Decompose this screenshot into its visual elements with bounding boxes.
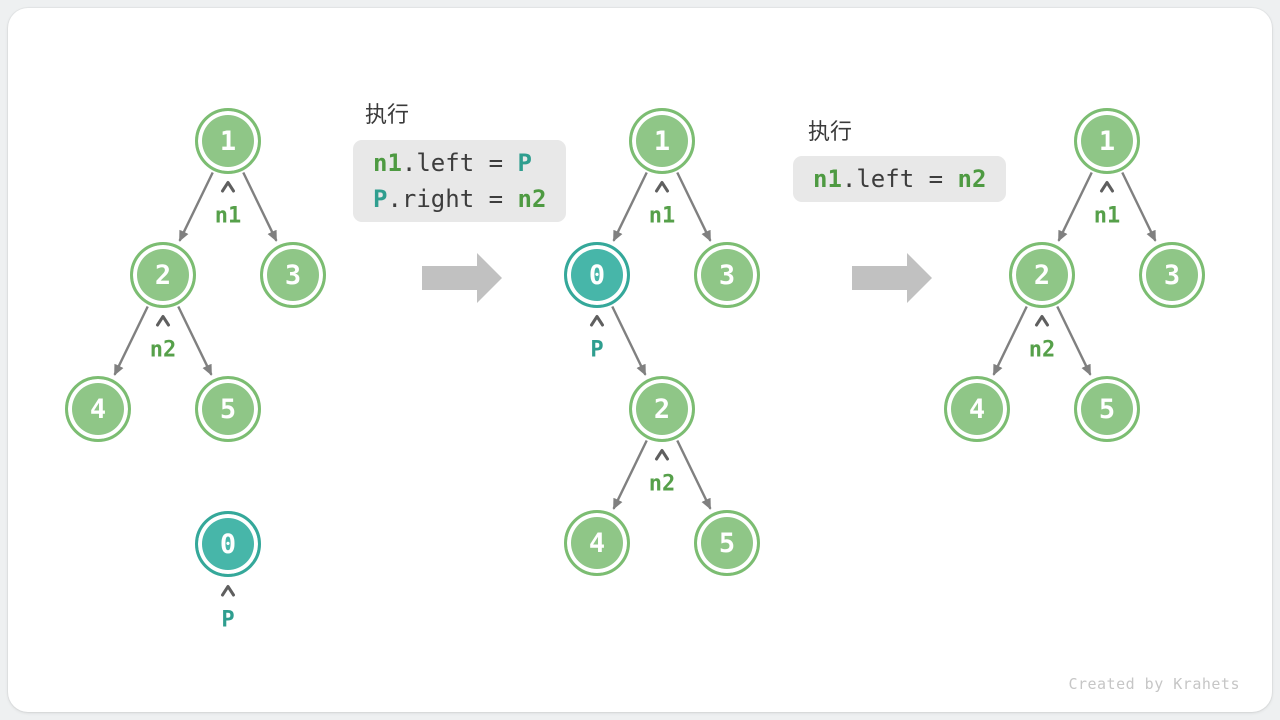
tree-node-2: 2 [1009,242,1075,308]
tree-node-1: 1 [195,108,261,174]
code-token: .right = [387,185,518,213]
tree-node-3: 3 [260,242,326,308]
pointer-caret-icon [590,315,604,327]
tree-edge [612,171,648,242]
pointer-label-n1: n1 [214,203,242,229]
tree-node-1: 1 [1074,108,1140,174]
pointer-label-P: P [221,607,235,633]
pointer-caret-icon [1035,315,1049,327]
tree-node-5: 5 [195,376,261,442]
pointer-label-n2: n2 [149,337,177,363]
pointer-label-n2: n2 [1028,337,1056,363]
code-token: P [373,185,388,213]
pointer-caret-icon [655,449,669,461]
step-arrow-icon [422,253,502,303]
pointer-label-n1: n1 [1093,203,1121,229]
tree-edge [1057,171,1093,242]
tree-node-2: 2 [629,376,695,442]
tree-node-3: 3 [694,242,760,308]
tree-node-5: 5 [1074,376,1140,442]
pointer-caret-icon [221,585,235,597]
tree-edge [1056,305,1092,376]
code-token: P [517,149,532,177]
tree-edge [992,305,1028,376]
pointer-caret-icon [655,181,669,193]
tree-node-5: 5 [694,510,760,576]
pointer-caret-icon [221,181,235,193]
code-block-2: n1.left = n2 [793,156,1007,202]
pointer-label-n2: n2 [648,471,676,497]
pointer-label-n1: n1 [648,203,676,229]
tree-node-1: 1 [629,108,695,174]
step-arrow-icon [852,253,932,303]
tree-node-0: 0 [564,242,630,308]
tree-edge [178,171,214,242]
code-block-title: 执行 [808,120,853,145]
code-line: n1.left = n2 [813,161,986,197]
tree-edge [113,305,149,376]
pointer-caret-icon [1100,181,1114,193]
tree-edge [242,171,278,242]
tree-edge [612,439,648,510]
tree-node-4: 4 [65,376,131,442]
code-line: n1.left = P [373,145,546,181]
tree-edge [676,439,712,510]
tree-node-4: 4 [564,510,630,576]
watermark-credit: Created by Krahets [1068,675,1240,693]
tree-node-4: 4 [944,376,1010,442]
tree-edge [611,305,647,376]
code-token: n2 [957,165,987,193]
code-token: n1 [373,149,402,177]
code-token: n2 [517,185,547,213]
pointer-label-P: P [590,337,604,363]
tree-node-0: 0 [195,511,261,577]
tree-edge [676,171,712,242]
code-token: n1 [813,165,842,193]
code-line: P.right = n2 [373,181,546,217]
tree-edge [177,305,213,376]
code-block-title: 执行 [365,103,410,128]
tree-node-3: 3 [1139,242,1205,308]
code-token: .left = [841,165,958,193]
code-token: .left = [401,149,518,177]
tree-node-2: 2 [130,242,196,308]
pointer-caret-icon [156,315,170,327]
tree-edge [1121,171,1157,242]
